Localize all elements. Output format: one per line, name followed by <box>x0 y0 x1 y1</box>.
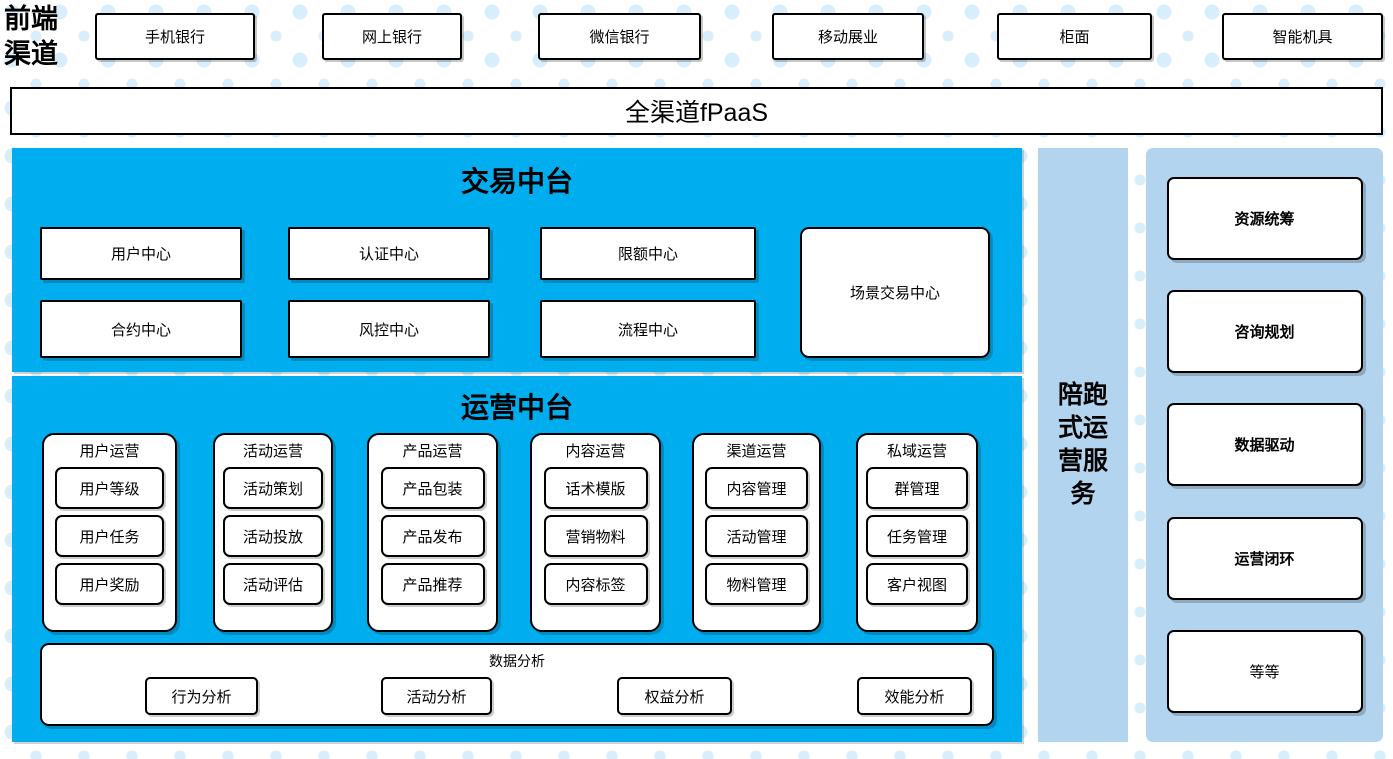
ops-column-3: 产品运营产品包装产品发布产品推荐 <box>367 433 498 632</box>
ops-item-6-3[interactable]: 客户视图 <box>866 563 968 605</box>
channel-box-6[interactable]: 智能机具 <box>1222 13 1383 60</box>
trade-platform-title: 交易中台 <box>460 167 573 198</box>
trade-center-box-2[interactable]: 认证中心 <box>288 227 490 280</box>
ops-item-6-2[interactable]: 任务管理 <box>866 515 968 557</box>
service-box-1[interactable]: 资源统筹 <box>1166 177 1363 261</box>
operations-platform-title: 运营中台 <box>460 393 573 424</box>
channel-box-2[interactable]: 网上银行 <box>322 13 462 60</box>
data-analysis-title: 数据分析 <box>489 653 545 669</box>
ops-item-1-3[interactable]: 用户奖励 <box>55 563 164 605</box>
service-box-3[interactable]: 数据驱动 <box>1166 403 1363 487</box>
ops-item-1-2[interactable]: 用户任务 <box>55 515 164 557</box>
ops-item-4-1[interactable]: 话术模版 <box>543 467 648 509</box>
trade-center-box-1[interactable]: 用户中心 <box>40 227 242 280</box>
front-end-channel-label: 前端 渠道 <box>4 4 58 69</box>
ops-column-6: 私域运营群管理任务管理客户视图 <box>856 433 978 632</box>
service-box-2[interactable]: 咨询规划 <box>1166 290 1363 374</box>
ops-item-4-3[interactable]: 内容标签 <box>543 563 648 605</box>
ops-item-3-3[interactable]: 产品推荐 <box>380 563 485 605</box>
ops-item-4-2[interactable]: 营销物料 <box>543 515 648 557</box>
trade-center-box-6[interactable]: 流程中心 <box>540 300 756 358</box>
ops-item-5-1[interactable]: 内容管理 <box>705 467 808 509</box>
channel-box-1[interactable]: 手机银行 <box>95 13 255 60</box>
data-analysis-item-4[interactable]: 效能分析 <box>857 677 972 715</box>
ops-item-5-2[interactable]: 活动管理 <box>705 515 808 557</box>
ops-column-2: 活动运营活动策划活动投放活动评估 <box>213 433 333 632</box>
ops-column-title: 私域运营 <box>886 443 947 460</box>
ops-column-1: 用户运营用户等级用户任务用户奖励 <box>42 433 177 632</box>
trade-center-box-4[interactable]: 合约中心 <box>40 300 242 358</box>
ops-column-title: 活动运营 <box>242 443 303 460</box>
ops-item-2-3[interactable]: 活动评估 <box>223 563 323 605</box>
ops-column-4: 内容运营话术模版营销物料内容标签 <box>530 433 661 632</box>
trade-center-box-5[interactable]: 风控中心 <box>288 300 490 358</box>
data-analysis-item-3[interactable]: 权益分析 <box>617 677 732 715</box>
trade-center-box-3[interactable]: 限额中心 <box>540 227 756 280</box>
ops-item-2-1[interactable]: 活动策划 <box>223 467 323 509</box>
ops-column-title: 渠道运营 <box>726 443 787 460</box>
ops-column-title: 内容运营 <box>565 443 626 460</box>
channel-box-3[interactable]: 微信银行 <box>538 13 701 60</box>
channel-box-4[interactable]: 移动展业 <box>772 13 924 60</box>
ops-item-5-3[interactable]: 物料管理 <box>705 563 808 605</box>
ops-item-6-1[interactable]: 群管理 <box>866 467 968 509</box>
ops-item-3-1[interactable]: 产品包装 <box>380 467 485 509</box>
omnichannel-fpaas-bar[interactable]: 全渠道fPaaS <box>10 87 1383 135</box>
data-analysis-card: 数据分析 行为分析 活动分析 权益分析 效能分析 <box>40 643 994 726</box>
scene-trade-center-box[interactable]: 场景交易中心 <box>800 227 990 358</box>
channel-box-5[interactable]: 柜面 <box>997 13 1152 60</box>
service-capabilities-column: 资源统筹咨询规划数据驱动运营闭环等等 <box>1146 148 1383 742</box>
ops-column-title: 产品运营 <box>402 443 463 460</box>
data-analysis-item-2[interactable]: 活动分析 <box>381 677 492 715</box>
ops-column-title: 用户运营 <box>79 443 140 460</box>
service-box-4[interactable]: 运营闭环 <box>1166 516 1363 600</box>
ops-item-2-2[interactable]: 活动投放 <box>223 515 323 557</box>
ops-column-5: 渠道运营内容管理活动管理物料管理 <box>692 433 821 632</box>
data-analysis-item-1[interactable]: 行为分析 <box>145 677 258 715</box>
ops-item-1-1[interactable]: 用户等级 <box>55 467 164 509</box>
service-box-5[interactable]: 等等 <box>1166 629 1363 713</box>
ops-item-3-2[interactable]: 产品发布 <box>380 515 485 557</box>
accompanying-operation-service-column: 陪跑式运营服务 <box>1038 148 1128 742</box>
accompanying-operation-service-label: 陪跑式运营服务 <box>1057 382 1108 508</box>
